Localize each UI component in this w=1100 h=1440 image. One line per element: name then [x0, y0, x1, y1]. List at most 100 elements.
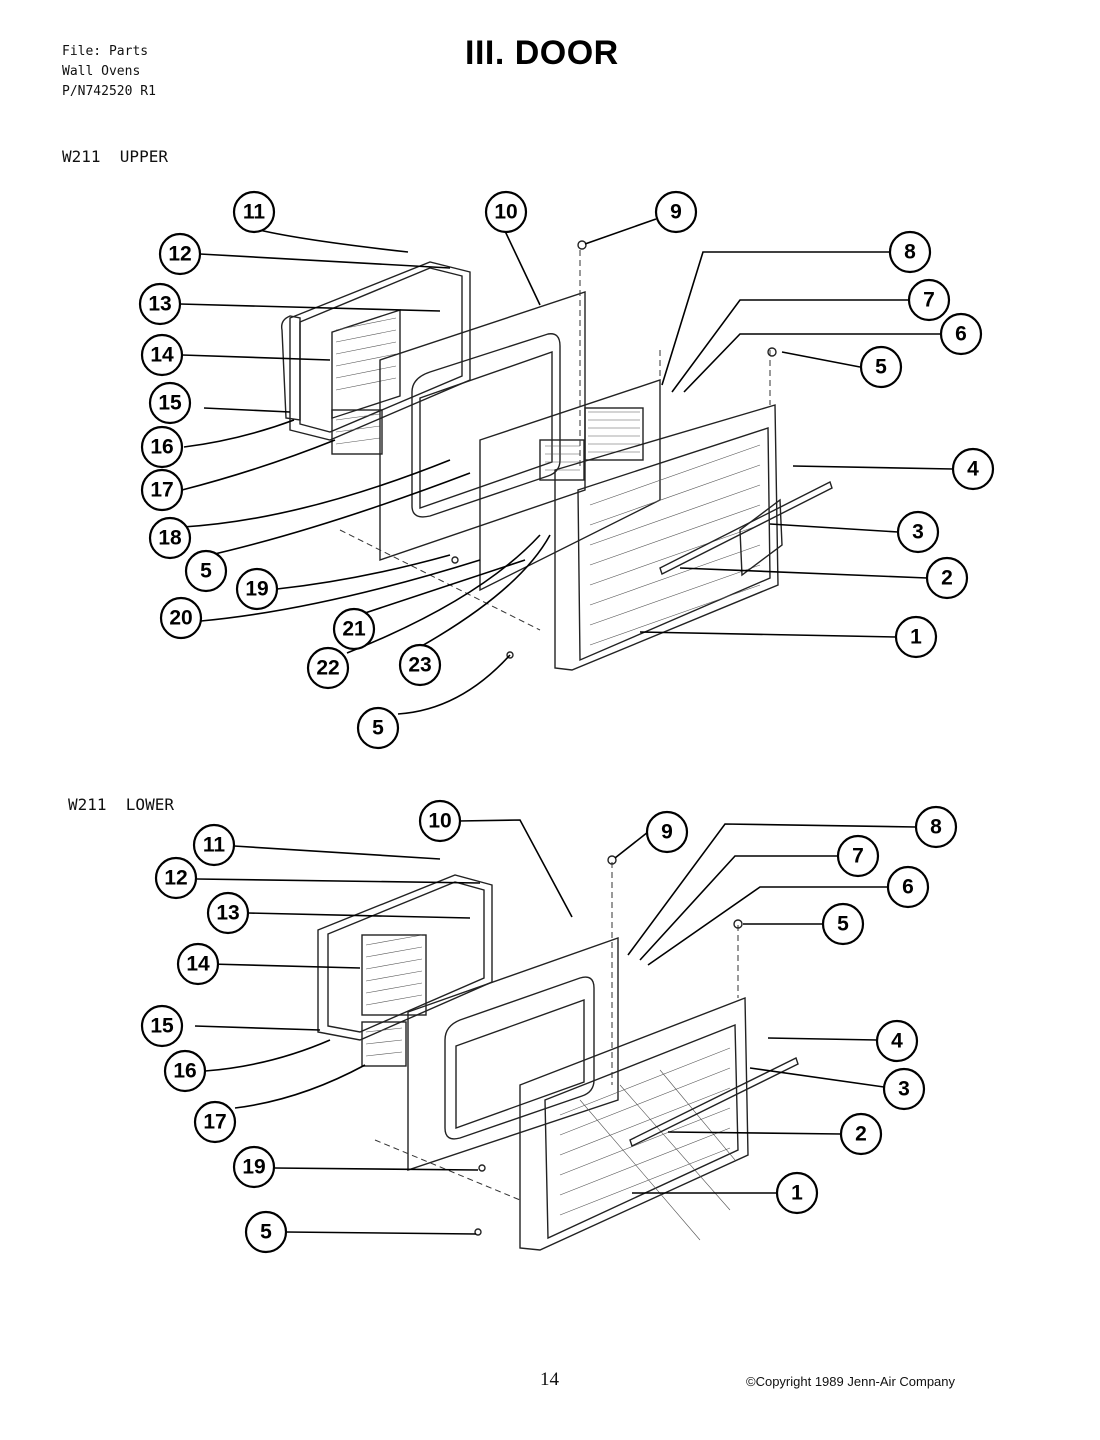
page-number: 14 — [540, 1369, 559, 1390]
upper-callout-14-label: 14 — [150, 344, 174, 367]
file-info-line-1: File: Parts — [62, 44, 149, 59]
upper-section-label: W211 UPPER — [62, 147, 168, 166]
upper-callout-20-label: 20 — [169, 607, 192, 630]
upper-callout-7: 7 — [907, 278, 951, 322]
upper-callout-5b-label: 5 — [200, 560, 212, 583]
upper-leaders — [179, 218, 954, 715]
upper-callout-17: 17 — [140, 468, 184, 512]
upper-callout-3: 3 — [896, 510, 940, 554]
lower-callouts: 10 9 8 11 7 12 6 13 5 14 4 15 16 3 17 2 … — [140, 799, 958, 1254]
lower-callout-12-label: 12 — [164, 867, 187, 890]
lower-callout-5b-label: 5 — [260, 1221, 272, 1244]
upper-callout-5c-label: 5 — [372, 717, 384, 740]
upper-callout-6-label: 6 — [955, 323, 967, 346]
lower-callout-19: 19 — [232, 1145, 276, 1189]
lower-callout-5a: 5 — [821, 902, 865, 946]
upper-callout-13: 13 — [138, 282, 182, 326]
lower-callout-13: 13 — [206, 891, 250, 935]
upper-callout-3-label: 3 — [912, 521, 924, 544]
upper-callout-5c: 5 — [356, 706, 400, 750]
upper-callout-16-label: 16 — [150, 436, 173, 459]
upper-callout-6: 6 — [939, 312, 983, 356]
page-title: III. DOOR — [465, 34, 619, 72]
upper-callout-15: 15 — [148, 381, 192, 425]
lower-callout-12: 12 — [154, 856, 198, 900]
upper-assembly-drawing — [280, 240, 833, 671]
upper-callout-1: 1 — [894, 615, 938, 659]
lower-callout-11: 11 — [192, 823, 236, 867]
lower-callout-19-label: 19 — [242, 1156, 265, 1179]
lower-callout-3: 3 — [882, 1067, 926, 1111]
upper-callout-10: 10 — [484, 190, 528, 234]
upper-callout-16: 16 — [140, 425, 184, 469]
upper-callout-14: 14 — [140, 333, 184, 377]
upper-callout-15-label: 15 — [158, 392, 182, 415]
lower-callout-6-label: 6 — [902, 876, 914, 899]
lower-leaders — [194, 819, 917, 1235]
upper-callout-11-label: 11 — [243, 201, 266, 224]
file-info-line-2: Wall Ovens — [62, 64, 141, 79]
upper-callout-12: 12 — [158, 232, 202, 276]
lower-callout-1-label: 1 — [791, 1182, 803, 1205]
lower-callout-16-label: 16 — [173, 1060, 196, 1083]
upper-callout-5b: 5 — [184, 549, 228, 593]
upper-callout-10-label: 10 — [494, 201, 517, 224]
upper-callout-19: 19 — [235, 567, 279, 611]
upper-callout-22: 22 — [306, 646, 350, 690]
lower-callout-9-label: 9 — [661, 821, 673, 844]
lower-callout-13-label: 13 — [216, 902, 239, 925]
lower-callout-1: 1 — [775, 1171, 819, 1215]
lower-callout-16: 16 — [163, 1049, 207, 1093]
lower-callout-15-label: 15 — [150, 1015, 174, 1038]
lower-assembly-drawing — [317, 855, 799, 1251]
lower-section-label: W211 LOWER — [68, 795, 174, 814]
lower-callout-9: 9 — [645, 810, 689, 854]
upper-callouts: 11 10 9 12 8 13 7 6 14 5 15 16 4 17 3 18… — [138, 190, 995, 750]
upper-callout-7-label: 7 — [923, 289, 935, 312]
upper-callout-19-label: 19 — [245, 578, 268, 601]
upper-callout-21-label: 21 — [342, 618, 366, 641]
upper-callout-2: 2 — [925, 556, 969, 600]
lower-callout-7-label: 7 — [852, 845, 864, 868]
lower-callout-6: 6 — [886, 865, 930, 909]
lower-callout-5b: 5 — [244, 1210, 288, 1254]
lower-callout-10: 10 — [418, 799, 462, 843]
lower-callout-17-label: 17 — [203, 1111, 226, 1134]
upper-callout-8: 8 — [888, 230, 932, 274]
upper-callout-9-label: 9 — [670, 201, 682, 224]
file-info-line-3: P/N742520 R1 — [62, 84, 156, 99]
upper-callout-21: 21 — [332, 607, 376, 651]
lower-callout-17: 17 — [193, 1100, 237, 1144]
upper-callout-20: 20 — [159, 596, 203, 640]
lower-callout-8: 8 — [914, 805, 958, 849]
lower-callout-4: 4 — [875, 1019, 919, 1063]
upper-callout-17-label: 17 — [150, 479, 173, 502]
lower-callout-2-label: 2 — [855, 1123, 867, 1146]
lower-callout-11-label: 11 — [203, 834, 226, 857]
lower-callout-2: 2 — [839, 1112, 883, 1156]
copyright-notice: ©Copyright 1989 Jenn-Air Company — [746, 1374, 956, 1389]
lower-callout-4-label: 4 — [891, 1030, 903, 1053]
lower-callout-7: 7 — [836, 834, 880, 878]
lower-callout-14: 14 — [176, 942, 220, 986]
upper-callout-13-label: 13 — [148, 293, 171, 316]
upper-callout-11: 11 — [232, 190, 276, 234]
upper-callout-12-label: 12 — [168, 243, 191, 266]
lower-callout-5a-label: 5 — [837, 913, 849, 936]
upper-callout-18-label: 18 — [158, 527, 182, 550]
upper-callout-1-label: 1 — [910, 626, 922, 649]
lower-callout-3-label: 3 — [898, 1078, 910, 1101]
lower-callout-14-label: 14 — [186, 953, 210, 976]
file-info: File: Parts Wall Ovens P/N742520 R1 — [62, 42, 156, 102]
upper-callout-4-label: 4 — [967, 458, 979, 481]
lower-callout-10-label: 10 — [428, 810, 451, 833]
upper-callout-2-label: 2 — [941, 567, 953, 590]
upper-callout-5a: 5 — [859, 345, 903, 389]
lower-callout-8-label: 8 — [930, 816, 942, 839]
upper-callout-22-label: 22 — [316, 657, 339, 680]
upper-callout-5a-label: 5 — [875, 356, 887, 379]
upper-callout-8-label: 8 — [904, 241, 916, 264]
lower-callout-15: 15 — [140, 1004, 184, 1048]
upper-callout-4: 4 — [951, 447, 995, 491]
